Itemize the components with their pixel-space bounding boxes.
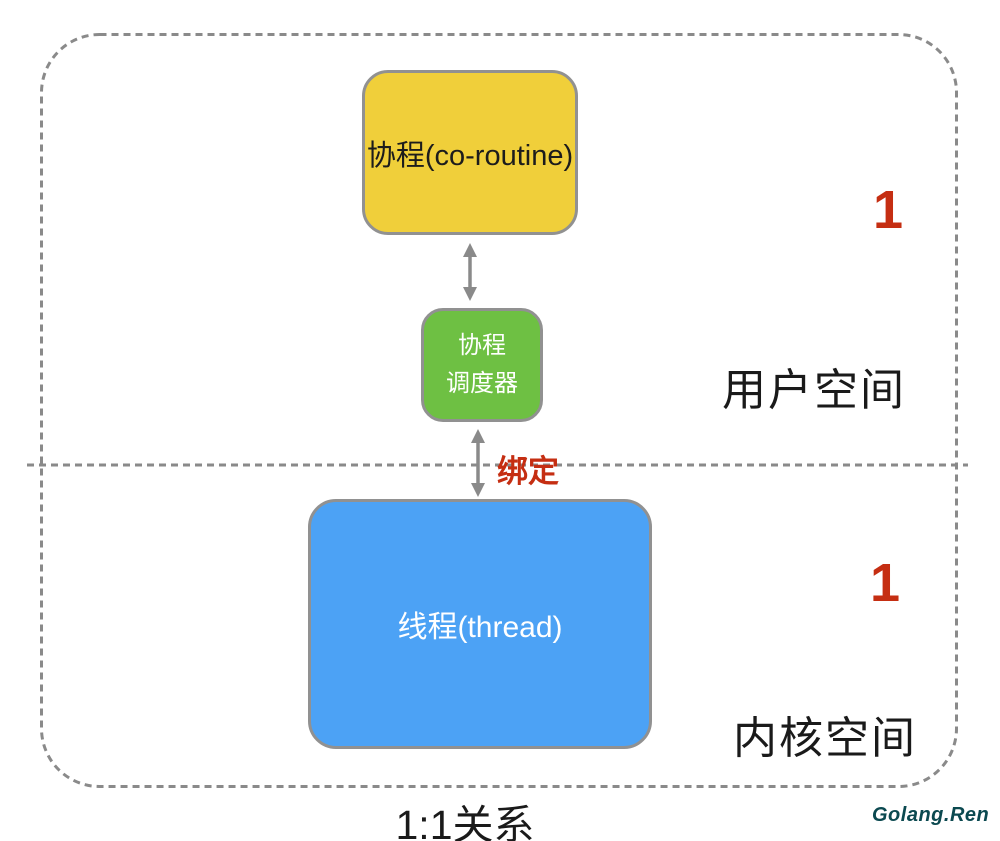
kernel-space-count: 1 — [869, 553, 901, 613]
coroutine-label: 协程(co-routine) — [366, 139, 574, 172]
diagram-caption: 1:1关系 — [395, 802, 535, 841]
scheduler-node: 协程 调度器 — [421, 308, 543, 422]
watermark-logo: Golang.Ren — [872, 804, 990, 826]
scheduler-thread-arrow — [471, 429, 485, 497]
kernel-space-label: 内核空间 — [733, 714, 917, 763]
thread-node: 线程(thread) — [308, 499, 652, 749]
thread-label: 线程(thread) — [397, 611, 563, 644]
coroutine-node: 协程(co-routine) — [362, 70, 578, 235]
coroutine-scheduler-arrow — [463, 243, 477, 301]
user-space-count: 1 — [872, 180, 904, 240]
scheduler-label-line2: 调度器 — [446, 370, 518, 397]
scheduler-label-line1: 协程 — [458, 332, 506, 359]
bind-edge-label: 绑定 — [497, 454, 559, 489]
user-space-label: 用户空间 — [722, 366, 906, 415]
